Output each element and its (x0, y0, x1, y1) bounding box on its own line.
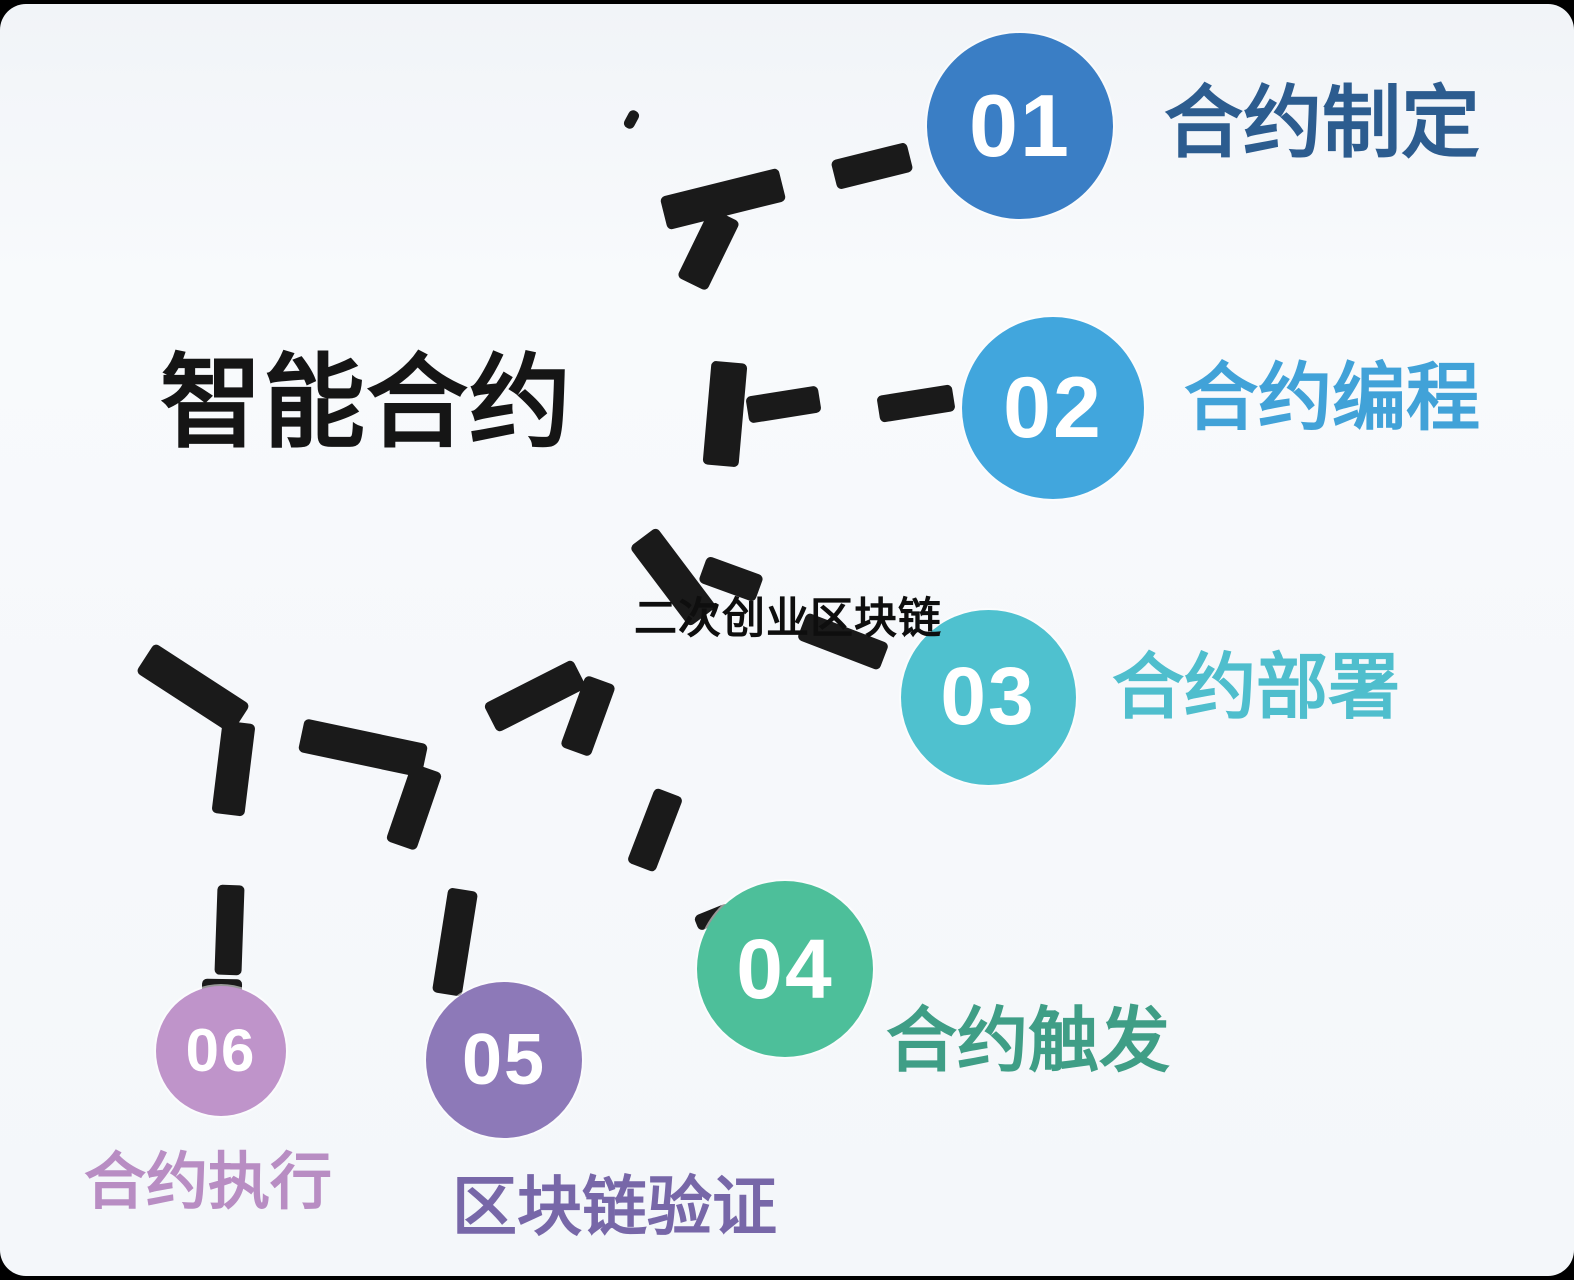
step-number-01: 01 (969, 76, 1071, 175)
connector-segment (744, 384, 822, 424)
step-circle-02: 02 (962, 317, 1144, 499)
connector-segment (702, 360, 748, 468)
connector-segment (297, 718, 429, 778)
diagram-canvas: 智能合约 二次创业区块链 01 合约制定 02 合约编程 03 合约部署 04 合约触发 05 区… (0, 4, 1574, 1276)
connector-segment (626, 787, 684, 873)
connector-segment (385, 763, 443, 851)
watermark-overlay-text: 二次创业区块链 (634, 595, 942, 643)
step-circle-01: 01 (927, 33, 1113, 219)
step-label-04: 合约触发 (886, 1002, 1171, 1081)
step-circle-04: 04 (697, 881, 873, 1057)
connector-segment (830, 142, 914, 190)
connector-segment (210, 719, 256, 817)
step-label-01: 合约制定 (1164, 78, 1480, 167)
connector-segment (876, 383, 956, 423)
step-label-02: 合约编程 (1184, 356, 1480, 439)
connector-segment (213, 884, 245, 976)
connector-segment (135, 642, 251, 734)
step-label-03: 合约部署 (1112, 648, 1401, 728)
step-number-06: 06 (185, 1017, 257, 1084)
step-label-05: 区块链验证 (452, 1170, 778, 1243)
diagram-title: 智能合约 (160, 346, 572, 460)
step-circle-06: 06 (156, 986, 286, 1116)
step-number-05: 05 (461, 1020, 547, 1100)
connector-segment (431, 887, 479, 997)
step-circle-05: 05 (426, 982, 582, 1138)
step-circle-03: 03 (900, 609, 1076, 785)
step-label-06: 合约执行 (84, 1148, 333, 1217)
step-number-04: 04 (736, 922, 834, 1016)
connector-segment (621, 108, 641, 130)
step-number-03: 03 (940, 651, 1036, 742)
step-number-02: 02 (1003, 360, 1103, 456)
